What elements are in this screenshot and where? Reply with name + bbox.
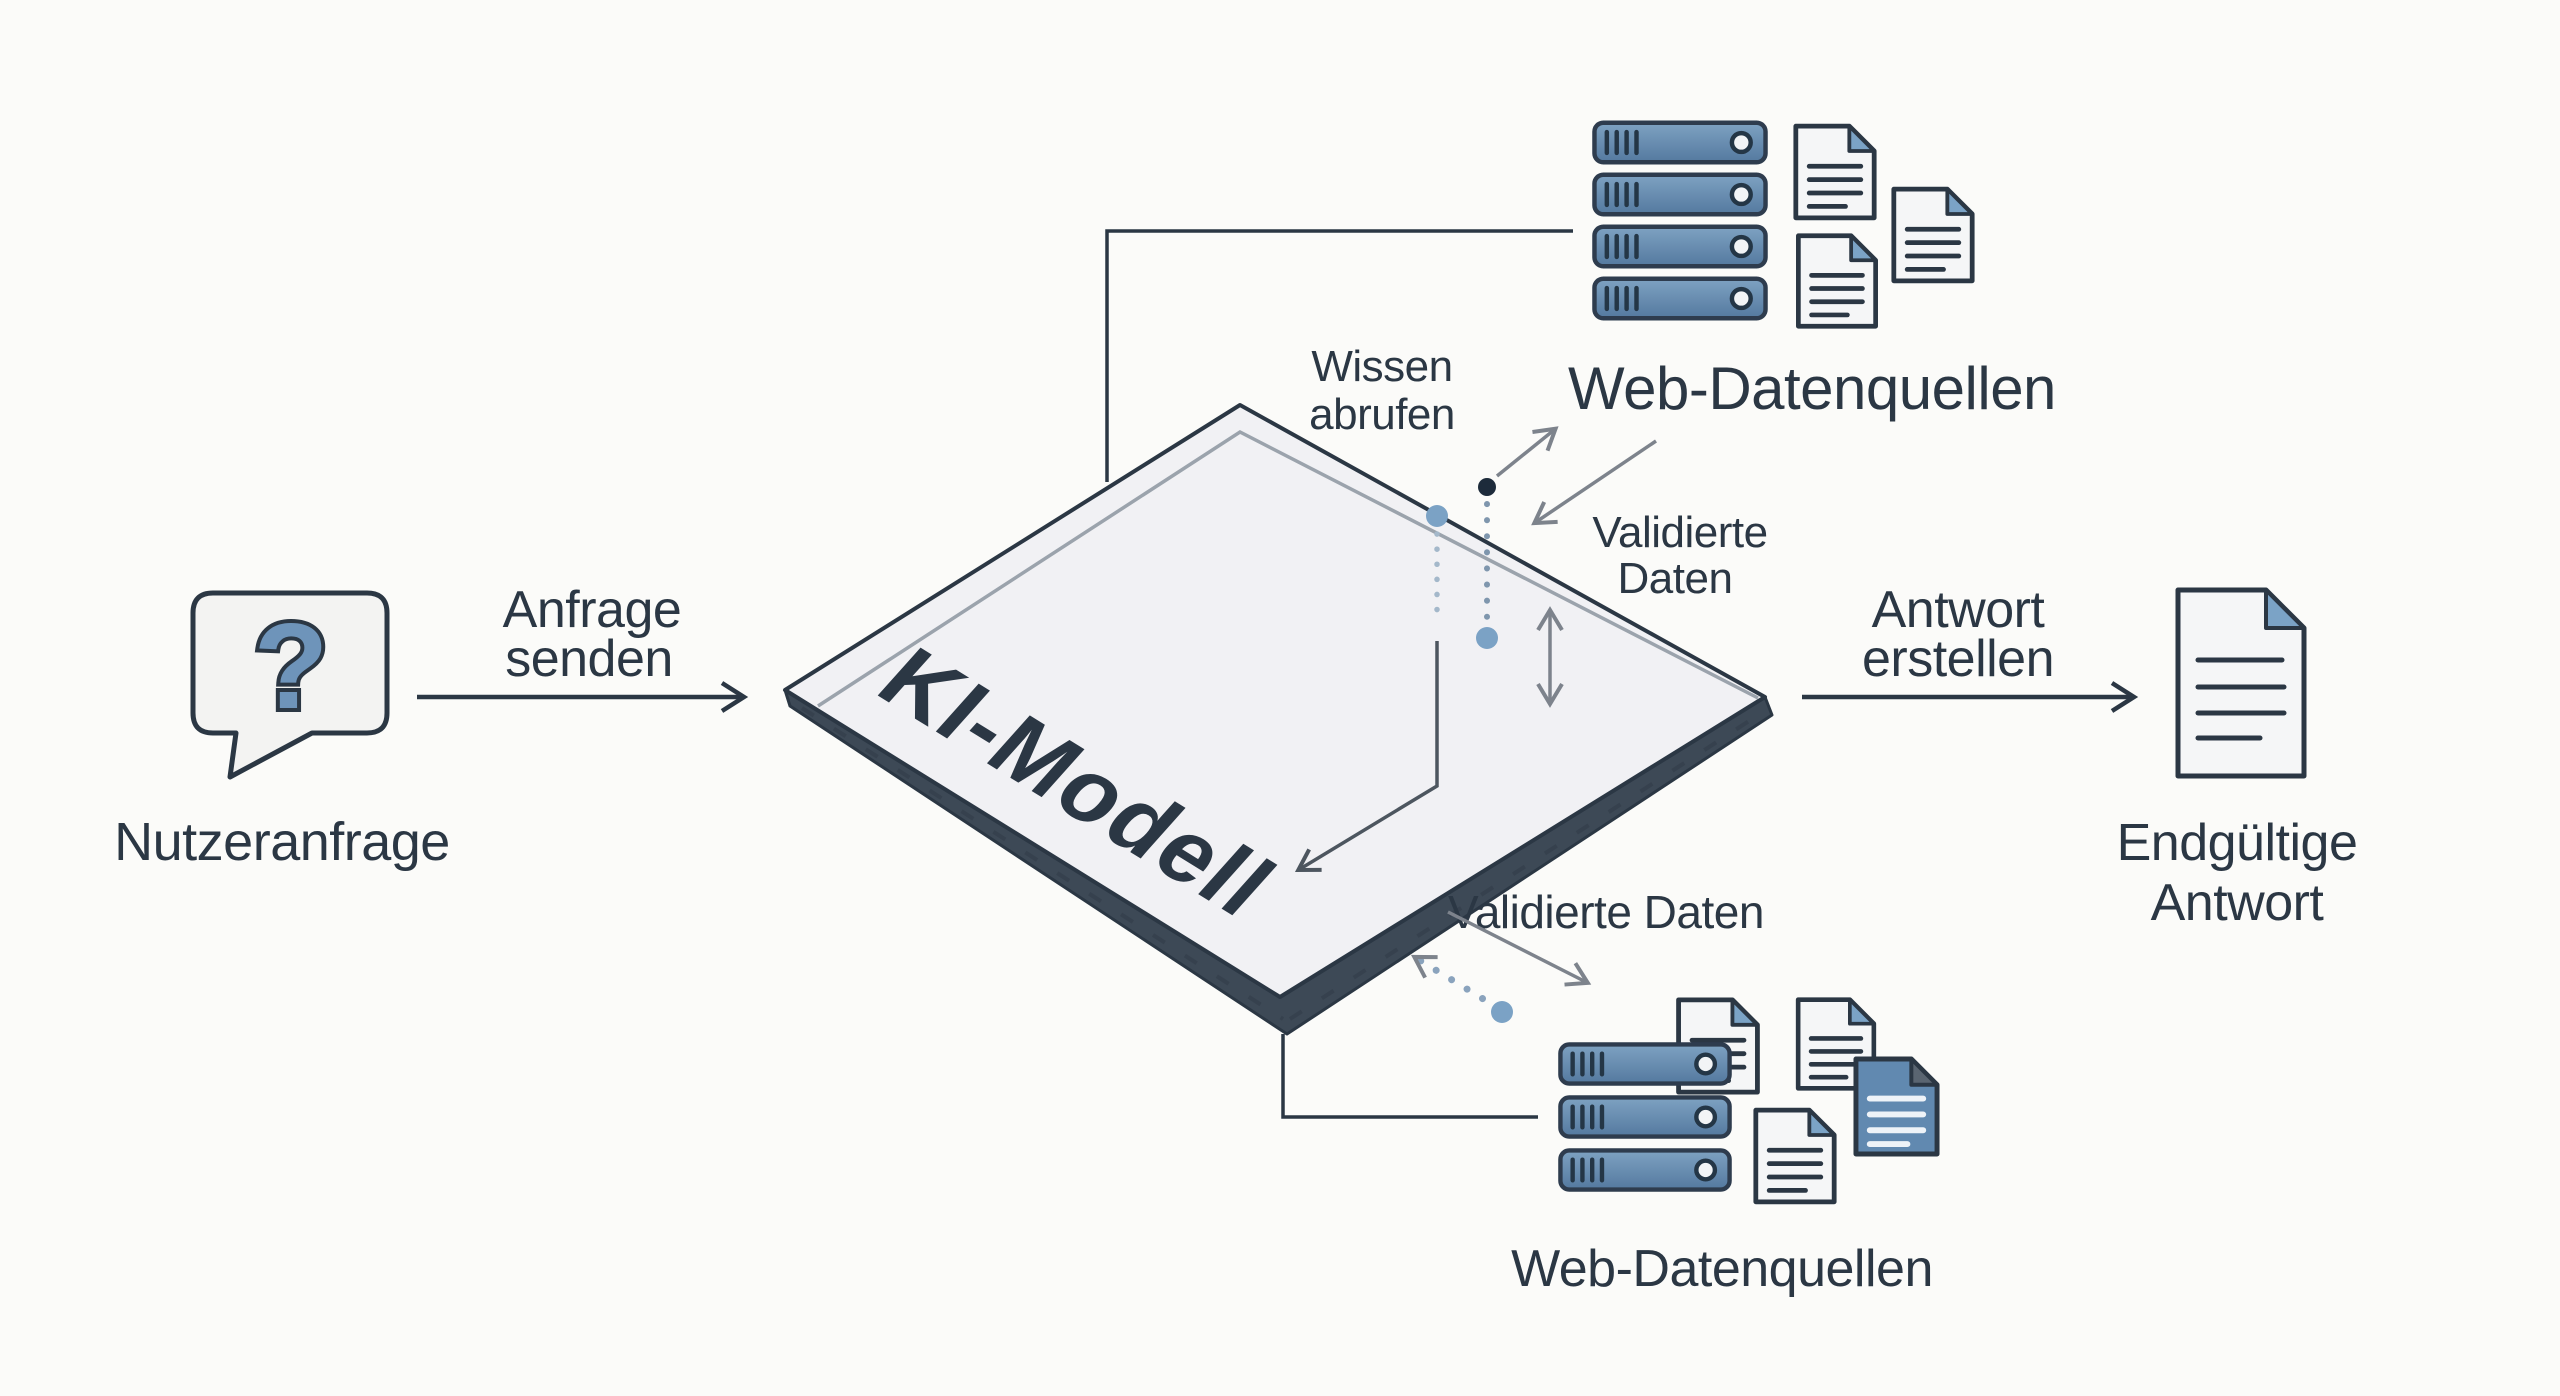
validated-data-top-arrow — [1531, 439, 1657, 526]
server-unit — [1594, 175, 1765, 215]
blue-dot-mid — [1476, 627, 1498, 649]
create-answer-label-line1: Antwort — [1872, 581, 2046, 639]
document-icon — [1798, 236, 1875, 326]
validated-data-top-label-line2: Daten — [1618, 554, 1733, 603]
final-answer-node: Endgültige Antwort — [2117, 587, 2358, 932]
bottom-sources-connector — [1281, 1034, 1538, 1119]
user-query-label: Nutzeranfrage — [114, 812, 450, 872]
blue-document-icon — [1856, 1059, 1937, 1154]
final-answer-label-line2: Antwort — [2151, 874, 2325, 932]
ki-model-node: KI-Modell — [783, 403, 1774, 1036]
web-sources-top-label: Web-Datenquellen — [1568, 355, 2056, 422]
platform-bevel-line — [817, 429, 1759, 708]
top-sources-connector — [1105, 229, 1573, 482]
validated-data-top-label-line1: Validierte — [1592, 508, 1767, 557]
validated-data-bottom-label: Validierte Daten — [1448, 886, 1764, 938]
document-icon — [1756, 1110, 1834, 1202]
final-answer-document-icon — [2175, 587, 2307, 779]
create-answer-edge: Antwort erstellen — [1802, 581, 2139, 713]
speech-bubble-icon — [190, 590, 390, 780]
question-mark-glyph: ? — [254, 598, 329, 734]
blue-dot-edge — [1426, 505, 1448, 527]
dotted-return-arrow — [1410, 954, 1502, 1012]
document-icon — [1894, 189, 1972, 281]
web-sources-top-node: Web-Datenquellen — [1568, 123, 2056, 422]
final-answer-label-line1: Endgültige — [2117, 814, 2358, 872]
validated-data-top-edge: Validierte Daten — [1531, 439, 1768, 708]
user-query-node: ? Nutzeranfrage — [114, 590, 450, 872]
server-unit — [1560, 1097, 1729, 1136]
retrieve-knowledge-arrow — [1495, 426, 1559, 478]
server-stack-icon — [1594, 123, 1765, 319]
document-icon — [1796, 126, 1874, 218]
internal-flow-arrow — [1294, 641, 1439, 873]
create-answer-label-line2: erstellen — [1862, 630, 2054, 688]
retrieve-knowledge-edge: Wissen abrufen — [1309, 342, 1559, 478]
blue-dot-bottom — [1491, 1001, 1513, 1023]
platform-top-face — [783, 403, 1767, 999]
validated-data-bottom-arrow — [1447, 910, 1592, 987]
server-stack-icon — [1560, 1044, 1729, 1189]
dark-dot — [1478, 478, 1496, 496]
server-unit — [1560, 1150, 1729, 1189]
web-sources-bottom-label: Web-Datenquellen — [1511, 1240, 1933, 1298]
validated-data-bottom-edge: Validierte Daten — [1410, 886, 1764, 1023]
retrieve-knowledge-label-line2: abrufen — [1309, 390, 1455, 439]
data-flow-trace — [1294, 478, 1498, 873]
retrieve-knowledge-label-line1: Wissen — [1311, 342, 1452, 391]
send-request-edge: Anfrage senden — [417, 581, 749, 713]
web-sources-bottom-node: Web-Datenquellen — [1511, 1000, 1937, 1298]
server-unit — [1594, 123, 1765, 163]
send-request-label-line1: Anfrage — [503, 581, 682, 639]
send-request-label-line2: senden — [505, 630, 673, 688]
server-unit — [1594, 279, 1765, 319]
server-unit — [1560, 1044, 1729, 1083]
server-unit — [1594, 227, 1765, 267]
